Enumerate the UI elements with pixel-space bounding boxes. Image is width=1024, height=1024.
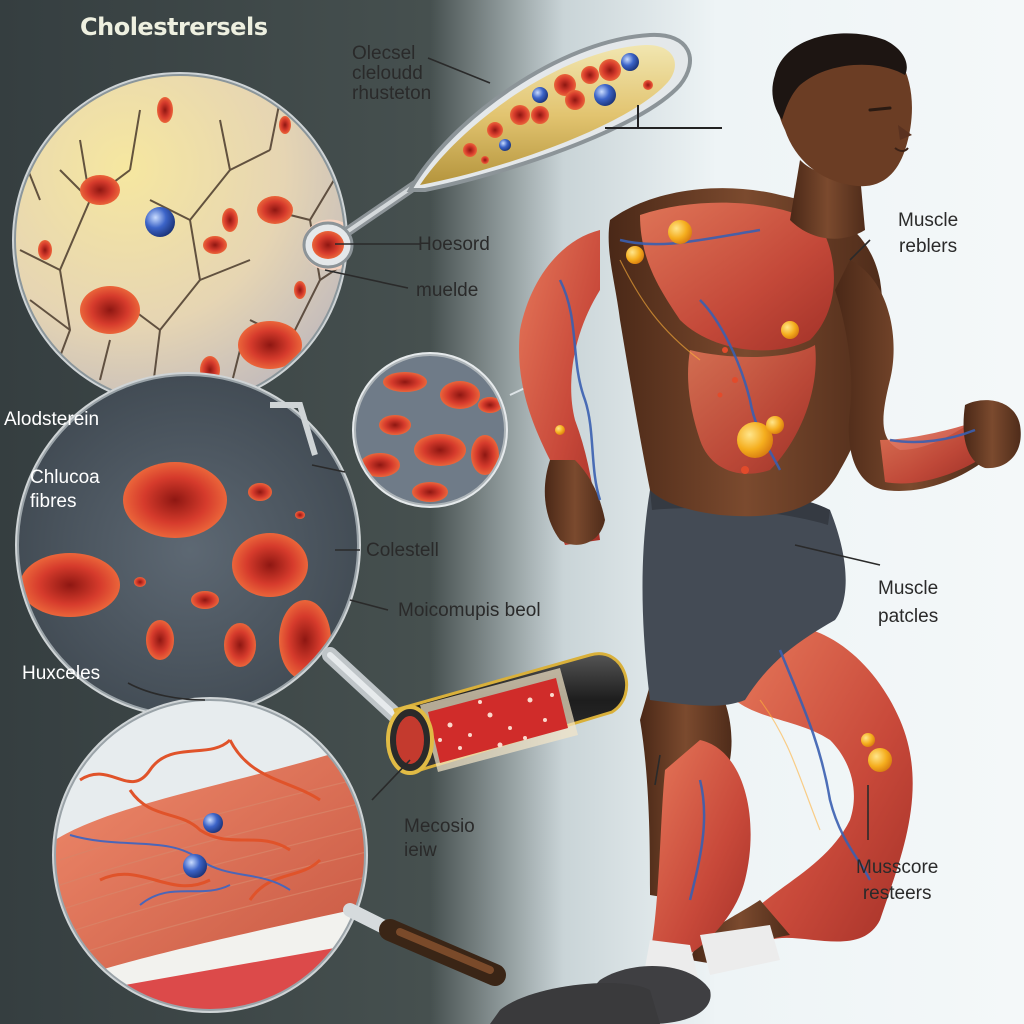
running-shorts [642,486,846,706]
magnified-vessel-tube [302,32,722,269]
red-blood-cell [222,208,238,232]
magnified-view-capillaries [12,72,348,408]
label-line: Muscle [878,578,939,599]
magnified-view-muscle-fiber [52,697,506,1013]
fist [544,460,605,545]
cholesterol-particle [183,854,207,878]
red-blood-cell [80,175,120,205]
magnified-view-red-blood-cells [15,372,403,723]
red-blood-cell [257,196,293,224]
leader-lines [127,57,881,840]
red-blood-cell [20,553,120,617]
capillary-network [79,738,322,901]
label-line: cleloudd [352,63,423,84]
label-line: Olecsel [352,43,416,64]
red-blood-cell [146,620,174,660]
red-blood-cell [191,591,219,609]
label-line: reblers [899,236,958,257]
label-chlucoa-fibres: Chlucoa fibres [30,466,100,514]
label-line: rhusteton [352,83,432,104]
blood-sample-cylinder [386,652,629,775]
red-blood-cell [232,533,308,597]
label-line: resteers [862,883,932,904]
red-blood-cell [38,240,52,260]
label-hoesord: Hoesord [418,234,490,255]
cholesterol-particle [203,813,223,833]
running-shoe [490,982,660,1024]
red-blood-cell [295,511,305,519]
hair [772,33,907,120]
leg-muscle [735,625,913,942]
label-muscle-patcles: Muscle patcles [878,575,938,631]
label-colestell: Colestell [366,540,439,561]
red-blood-cell [238,321,302,369]
label-line: Chlucoa [30,467,100,488]
red-blood-cell [224,623,256,667]
red-blood-cell [157,97,173,123]
label-vessel-tube: Olecsel cleloudd rhusteton [352,44,431,104]
red-blood-cell [134,577,146,587]
fist [963,400,1021,469]
red-blood-cell [248,483,272,501]
label-muelde: muelde [416,280,479,301]
diagram-title: Cholestrersels [80,13,268,41]
vessel-particles [463,53,653,164]
cholesterol-deposits [555,220,892,772]
label-line: Muscle [898,210,959,231]
label-mecosio: Mecosio ieiw [404,815,475,863]
cylinder-particles [438,693,554,750]
label-huxceles: Huxceles [22,663,101,684]
red-blood-cell [80,286,140,334]
magnified-view-blood-sample [352,352,526,508]
red-blood-cell [123,462,227,538]
red-blood-cell [279,116,291,134]
label-moicomupis: Moicomupis beol [398,600,541,621]
label-line: patcles [878,606,939,627]
label-line: Musscore [856,857,939,878]
red-blood-cell [203,236,227,254]
label-alodsterein: Alodsterein [4,409,100,430]
label-line: Mecosio [404,816,475,837]
label-musscore-resteers: Musscore resteers [856,855,938,907]
runner-figure [490,33,1021,1024]
cholesterol-particle [145,207,175,237]
label-line: fibres [30,491,77,512]
label-line: ieiw [404,840,437,861]
label-muscle-reblers: Muscle reblers [898,208,958,260]
red-blood-cell [294,281,306,299]
